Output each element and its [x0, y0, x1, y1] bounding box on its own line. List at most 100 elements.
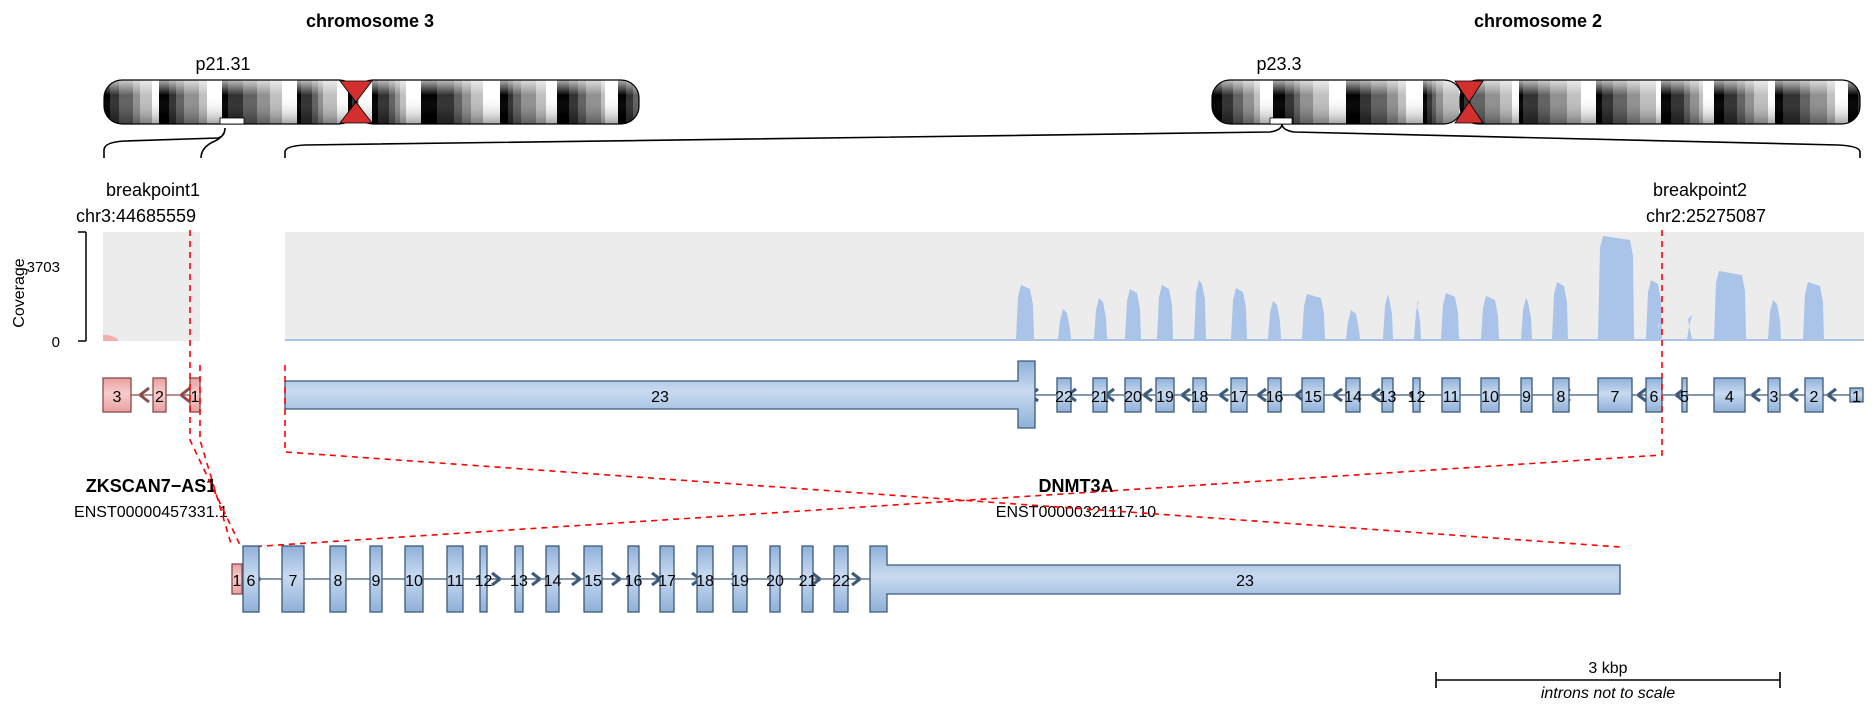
scale-bar: 3 kbp introns not to scale: [1435, 660, 1781, 702]
intron-arrow-fusion: [651, 571, 661, 587]
gene-b-exon: 22: [1055, 377, 1073, 413]
gene-b-exon-label: 1: [1852, 389, 1861, 406]
intron-arrow-b: [1371, 387, 1381, 403]
fusion-exon-label: 23: [1236, 573, 1254, 590]
gene-a-name: ZKSCAN7−AS1: [86, 476, 217, 496]
fusion-exon-label: 16: [625, 573, 643, 590]
gene-b-exon-label: 2: [1810, 389, 1819, 406]
fusion-exon: 21: [799, 545, 817, 613]
intron-arrow-b: [1789, 387, 1799, 403]
coverage-background-a: [103, 232, 200, 341]
chromosome-b-title: chromosome 2: [1474, 11, 1602, 31]
fusion-exon-label: 15: [584, 573, 602, 590]
gene-b-exon-label: 8: [1557, 389, 1566, 406]
fusion-exon: 1: [231, 563, 243, 595]
gene-b-exon-label: 16: [1266, 389, 1284, 406]
fusion-exon: 16: [625, 545, 643, 613]
breakpoint1-region-line: [199, 365, 233, 548]
gene-b-exon-label: 9: [1522, 389, 1531, 406]
fusion-exon-label: 17: [658, 573, 676, 590]
fusion-exon-label: 1: [233, 573, 242, 590]
fusion-exon: 9: [369, 545, 383, 613]
fusion-exon: 18: [696, 545, 714, 613]
gene-b-exon-label: 20: [1124, 389, 1142, 406]
fusion-exon-label: 14: [544, 573, 562, 590]
gene-b-exon-label: 23: [651, 389, 669, 406]
gene-b-exon: 17: [1230, 377, 1248, 413]
gene-b-exon-label: 11: [1443, 389, 1460, 406]
fusion-exon-label: 19: [731, 573, 749, 590]
fusion-exon-label: 13: [510, 573, 528, 590]
coverage-min-label: 0: [52, 334, 60, 351]
gene-b-exon-label: 4: [1725, 389, 1734, 406]
fusion-exon-label: 10: [405, 573, 423, 590]
fusion-exon-label: 20: [766, 573, 784, 590]
breakpoint1-label: breakpoint1: [106, 180, 200, 200]
intron-arrow-b: [1827, 387, 1837, 403]
intron-arrow-fusion: [851, 571, 861, 587]
chromosome-b-ideogram: [1211, 79, 1861, 125]
breakpoint1-position: chr3:44685559: [76, 206, 196, 226]
centromere-b: [1454, 80, 1484, 124]
gene-b-exon: 19: [1155, 377, 1175, 413]
coverage-profile-a: [103, 334, 118, 341]
fusion-exon-label: 21: [799, 573, 817, 590]
gene-b-region-line: [284, 365, 1621, 548]
fusion-exon: 12: [475, 545, 493, 613]
gene-b-exon-label: 15: [1304, 389, 1322, 406]
gene-b-exon-label: 3: [1770, 389, 1779, 406]
fusion-exon: 7: [281, 545, 305, 613]
fusion-exon: 14: [544, 545, 562, 613]
coverage-max-label: 3703: [27, 259, 60, 276]
gene-b-exon: 11: [1441, 377, 1461, 413]
gene-b-exon: 13: [1379, 377, 1397, 413]
breakpoint2-label: breakpoint2: [1653, 180, 1747, 200]
chromosome-b-band: p23.3: [1256, 54, 1301, 74]
fusion-exon-label: 7: [289, 573, 298, 590]
fusion-exon: 20: [766, 545, 784, 613]
breakpoint1-line: [189, 230, 241, 546]
coverage-axis-label: Coverage: [11, 258, 28, 327]
band-highlight-a: [219, 117, 245, 125]
fusion-exon: 22: [832, 545, 850, 613]
breakpoint2-position: chr2:25275087: [1646, 206, 1766, 226]
gene-a-exon: 1: [189, 377, 201, 413]
gene-b-exon: 5: [1680, 377, 1689, 413]
fusion-exon-label: 9: [372, 573, 381, 590]
fusion-exon: 17: [658, 545, 676, 613]
centromere-a: [339, 80, 373, 124]
gene-b-exon: 12: [1408, 377, 1426, 413]
fusion-exon: 11: [446, 545, 464, 613]
intron-arrow-b: [1257, 387, 1267, 403]
gene-b-exon-label: 12: [1408, 389, 1426, 406]
gene-a-exon-label: 2: [155, 389, 164, 406]
gene-b-exon: 18: [1191, 377, 1209, 413]
scale-bar-note: introns not to scale: [1541, 685, 1675, 702]
intron-arrows-a: [139, 386, 191, 404]
breakpoint2-line: [247, 230, 1663, 548]
fusion-exon-label: 8: [334, 573, 343, 590]
intron-arrow-fusion: [491, 571, 501, 587]
gene-b-exon: 7: [1597, 377, 1633, 413]
zoom-brace-a: [103, 127, 226, 159]
gene-b-exon: 14: [1344, 377, 1362, 413]
intron-arrow-b: [1751, 387, 1761, 403]
fusion-exon: 15: [583, 545, 603, 613]
fusion-exon-label: 22: [832, 573, 850, 590]
fusion-exon-label: 12: [475, 573, 493, 590]
gene-b-exon: 15: [1301, 377, 1325, 413]
intron-arrow-b: [1637, 387, 1647, 403]
intron-arrow-b: [1219, 387, 1229, 403]
gene-a-exon: 2: [152, 377, 167, 413]
gene-b-exon-label: 10: [1481, 389, 1499, 406]
gene-b-exon-label: 19: [1156, 389, 1174, 406]
fusion-exon: 13: [510, 545, 528, 613]
gene-b-exon: 2: [1804, 377, 1824, 413]
intron-arrow-fusion: [571, 571, 581, 587]
gene-b-exon: 1: [1849, 387, 1864, 406]
gene-a-exon-label: 1: [191, 389, 200, 406]
intron-arrow-b: [1333, 387, 1343, 403]
gene-b-exon: 10: [1480, 377, 1500, 413]
gene-b-exon: 9: [1520, 377, 1533, 413]
